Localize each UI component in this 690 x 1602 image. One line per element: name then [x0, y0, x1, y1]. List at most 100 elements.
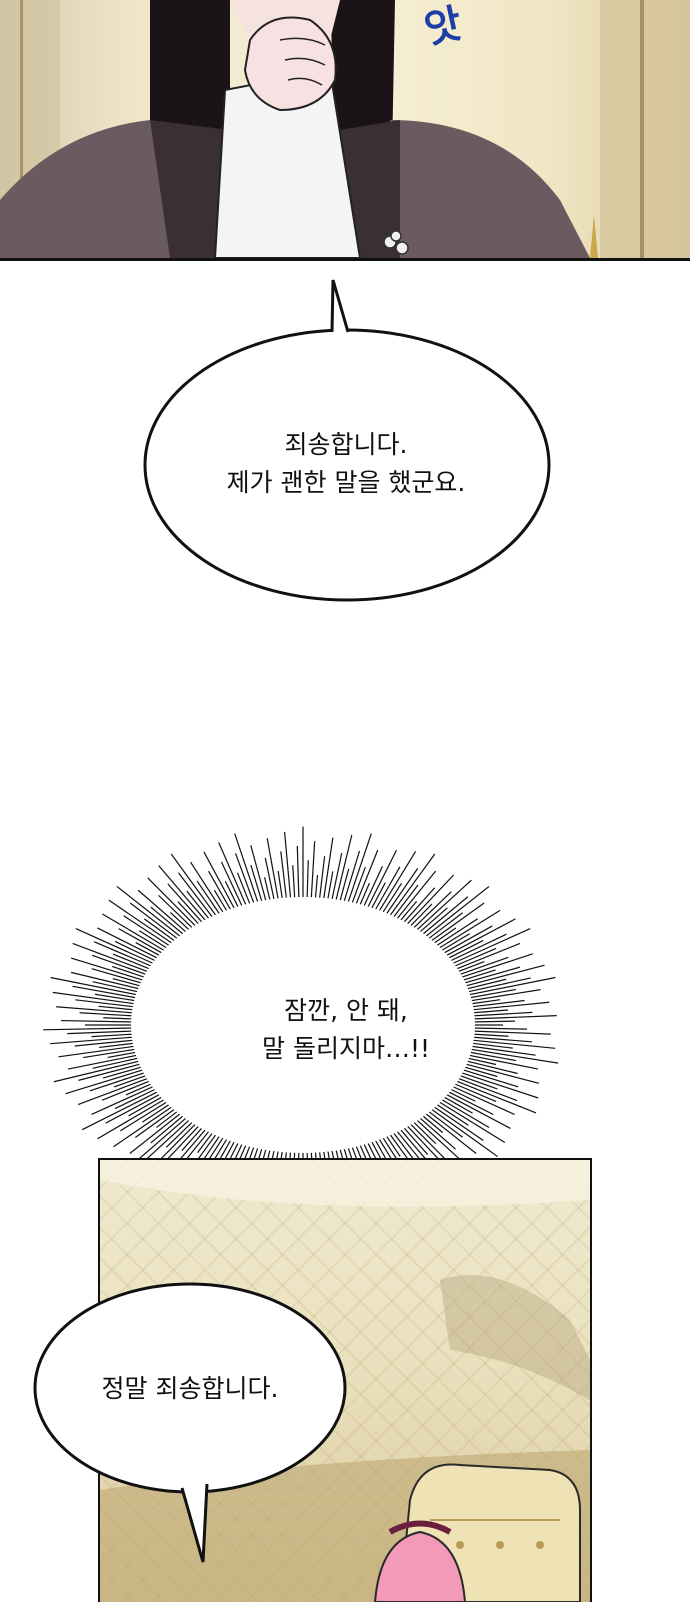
burst-line: [376, 851, 417, 915]
burst-line: [293, 1148, 296, 1170]
burst-line: [443, 918, 516, 958]
burst-line: [365, 1139, 383, 1170]
burst-line: [147, 877, 199, 929]
burst-line: [234, 853, 256, 907]
burst-line: [186, 890, 212, 922]
burst-line: [91, 1084, 157, 1115]
burst-line: [266, 838, 280, 903]
burst-line: [70, 971, 143, 991]
burst-line: [431, 927, 457, 946]
burst-line: [330, 852, 343, 903]
burst-line: [338, 868, 350, 905]
burst-line: [318, 856, 326, 902]
burst-line: [440, 1094, 473, 1114]
burst-line: [170, 1126, 209, 1170]
burst-line: [190, 861, 226, 916]
burst-line: [135, 942, 163, 958]
burst-line: [466, 976, 556, 996]
burst-line: [461, 966, 521, 985]
burst-line: [108, 899, 175, 946]
burst-line: [150, 906, 187, 937]
burst-line: [224, 880, 241, 911]
burst-line: [445, 940, 484, 961]
burst-line: [137, 889, 189, 935]
burst-line: [310, 841, 316, 902]
burst-line: [365, 849, 398, 911]
burst-line: [52, 991, 138, 1005]
burst-line: [456, 1073, 498, 1090]
burst-line: [72, 985, 140, 999]
burst-line: [417, 907, 448, 935]
burst-line: [208, 870, 233, 913]
burst-line: [93, 941, 155, 968]
burst-line: [280, 851, 288, 902]
burst-line: [278, 1148, 284, 1170]
burst-line: [105, 1092, 163, 1124]
burst-line: [350, 866, 366, 907]
burst-line: [469, 1039, 556, 1049]
bubble-1-line-1: 죄송합니다.: [284, 430, 408, 459]
burst-line: [81, 1089, 161, 1131]
burst-line: [464, 977, 531, 994]
burst-line: [407, 903, 433, 929]
burst-line: [413, 879, 472, 933]
burst-line: [234, 833, 260, 906]
burst-line: [97, 1097, 168, 1140]
burst-line: [369, 882, 386, 912]
burst-line: [354, 1142, 367, 1170]
burst-line: [342, 850, 361, 905]
burst-line: [464, 1056, 497, 1066]
burst-line: [50, 1036, 136, 1045]
burst-line: [213, 889, 230, 915]
bubble-1-line-2: 제가 괜한 말을 했군요.: [226, 468, 466, 497]
burst-line: [463, 978, 507, 991]
burst-line: [50, 976, 140, 996]
burst-line: [94, 993, 139, 1002]
burst-line: [459, 969, 496, 982]
burst-line: [401, 887, 436, 926]
shout-bubble-body: [131, 897, 475, 1153]
burst-line: [469, 1001, 550, 1011]
bubble-3-line-1: 정말 죄송합니다.: [101, 1374, 279, 1403]
burst-line: [410, 891, 452, 931]
burst-line: [425, 912, 463, 942]
burst-line: [98, 1005, 137, 1011]
burst-line: [150, 1113, 187, 1144]
burst-line: [89, 1071, 148, 1092]
burst-line: [113, 1104, 175, 1148]
burst-line: [404, 874, 455, 927]
bubble-2-line-1: 잠깐, 안 돼,: [284, 996, 408, 1025]
burst-line: [178, 872, 215, 921]
burst-line: [425, 1108, 463, 1138]
burst-line: [354, 849, 379, 908]
burst-line: [334, 1146, 342, 1170]
burst-line: [470, 1027, 527, 1030]
burst-line: [373, 866, 401, 913]
burst-line: [102, 1065, 145, 1079]
burst-line: [436, 1099, 506, 1144]
burst-line: [158, 865, 209, 924]
burst-line: [401, 1124, 429, 1155]
burst-line: [67, 1054, 140, 1070]
burst-line: [468, 999, 501, 1005]
burst-line: [419, 896, 469, 937]
burst-line: [143, 918, 178, 944]
burst-line: [384, 1133, 401, 1157]
burst-line: [463, 1059, 518, 1075]
burst-line: [61, 1019, 136, 1023]
burst-line: [466, 1051, 516, 1062]
burst-line: [384, 868, 419, 917]
burst-line: [129, 902, 181, 942]
burst-line: [196, 1129, 215, 1154]
burst-line: [263, 877, 272, 904]
burst-line: [114, 1087, 159, 1110]
burst-line: [410, 1119, 437, 1145]
burst-line: [428, 902, 485, 944]
burst-line: [170, 853, 219, 919]
burst-line: [449, 1084, 515, 1115]
burst-line: [417, 1115, 456, 1150]
burst-line: [453, 1079, 537, 1114]
burst-line: [72, 942, 151, 974]
burst-line: [107, 1051, 140, 1059]
burst-line: [78, 1062, 144, 1081]
